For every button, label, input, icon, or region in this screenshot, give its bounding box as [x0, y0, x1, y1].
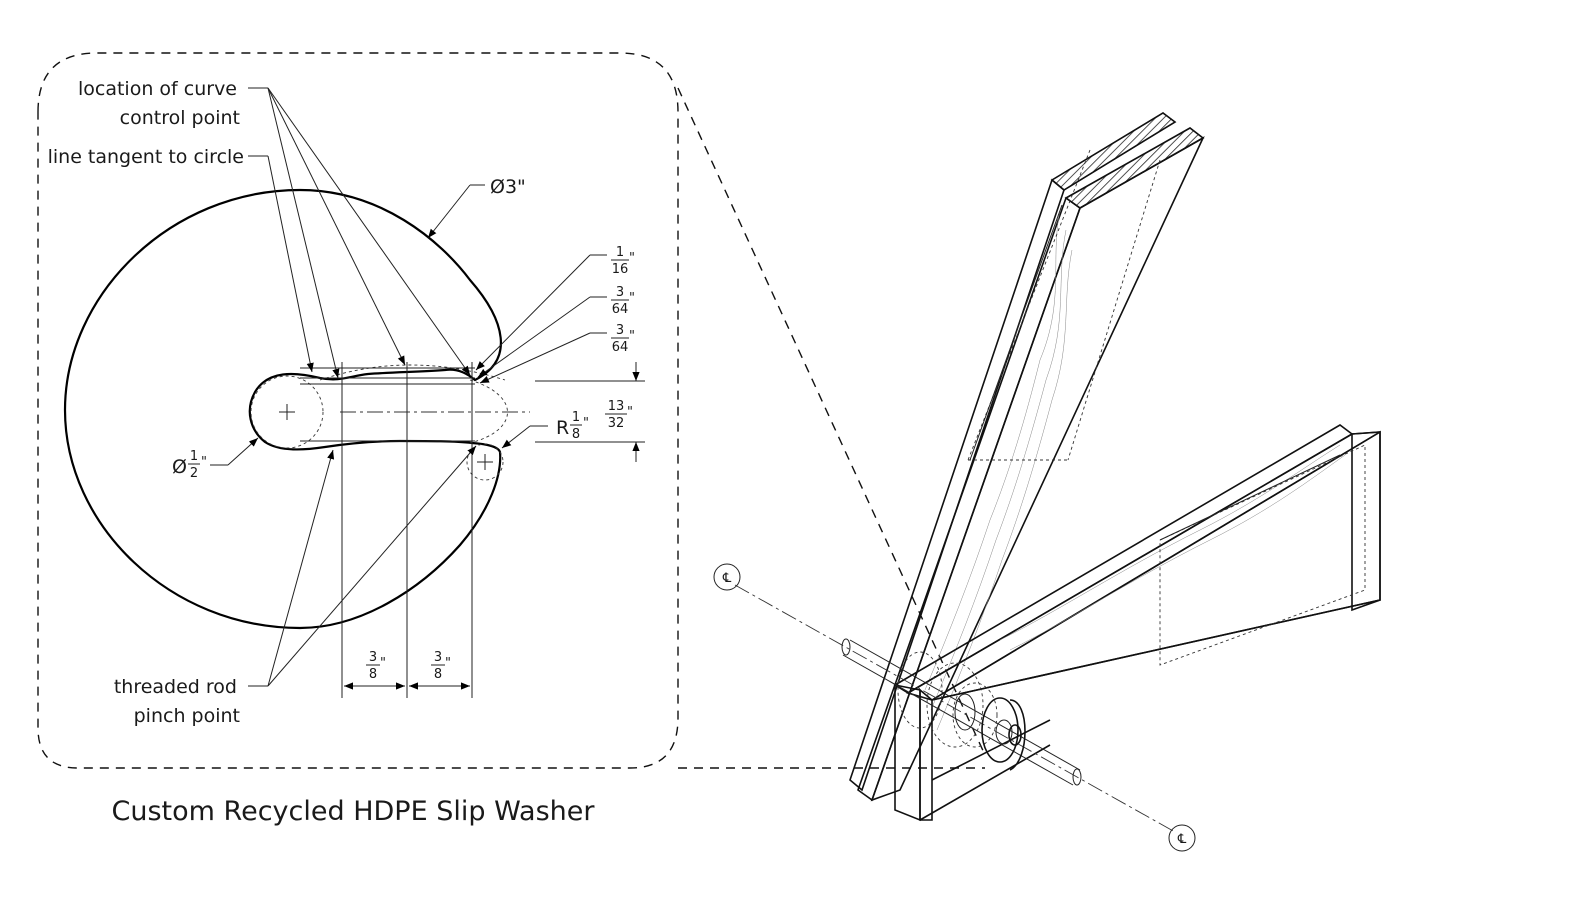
radius-inch: "	[583, 416, 589, 431]
d3-inch: "	[629, 329, 635, 344]
centerline-symbol-left: ℄	[722, 571, 732, 586]
d2-inch: "	[629, 291, 635, 306]
w2-denominator: 8	[434, 667, 442, 682]
detail-frame	[37, 52, 986, 769]
outer-diameter-label: Ø3"	[490, 176, 526, 198]
centerline-symbol-right: ℄	[1177, 832, 1187, 847]
hole-denominator: 2	[190, 466, 198, 481]
slot-denominator: 32	[608, 416, 625, 431]
w1-numerator: 3	[369, 650, 377, 665]
callout-labels: location of curve control point line tan…	[48, 78, 526, 727]
pinch-label-2: pinch point	[134, 705, 240, 727]
hole-diameter-dim: Ø 1 2 "	[172, 449, 207, 481]
w1-denominator: 8	[369, 667, 377, 682]
d3-numerator: 3	[616, 323, 624, 338]
d1-denominator: 16	[612, 262, 629, 277]
radius-dim: R 1 8 "	[556, 410, 589, 442]
w1-inch: "	[380, 656, 386, 671]
pinch-label-1: threaded rod	[114, 676, 237, 698]
d1-inch: "	[629, 251, 635, 266]
radius-denominator: 8	[572, 427, 580, 442]
d2-numerator: 3	[616, 285, 624, 300]
radius-prefix: R	[556, 417, 569, 439]
isometric-assembly: ℄ ℄	[713, 112, 1381, 852]
radius-numerator: 1	[572, 410, 580, 425]
hole-prefix: Ø	[172, 456, 187, 478]
d3-denominator: 64	[612, 340, 629, 355]
slot-inch: "	[627, 405, 633, 420]
hole-numerator: 1	[190, 449, 198, 464]
tolerance-dims: 1 16 " 3 64 " 3 64 " 13 32 " 3 8 " 3 8 "	[366, 245, 635, 682]
w2-inch: "	[445, 656, 451, 671]
drawing-caption: Custom Recycled HDPE Slip Washer	[112, 796, 596, 827]
slot-numerator: 13	[608, 399, 625, 414]
d2-denominator: 64	[612, 302, 629, 317]
leaders	[210, 87, 640, 690]
washer-profile	[63, 188, 645, 698]
control-point-label-1: location of curve	[78, 78, 237, 100]
d1-numerator: 1	[616, 245, 624, 260]
hole-inch: "	[201, 455, 207, 470]
tangent-label: line tangent to circle	[48, 146, 244, 168]
control-point-label-2: control point	[120, 107, 240, 129]
w2-numerator: 3	[434, 650, 442, 665]
